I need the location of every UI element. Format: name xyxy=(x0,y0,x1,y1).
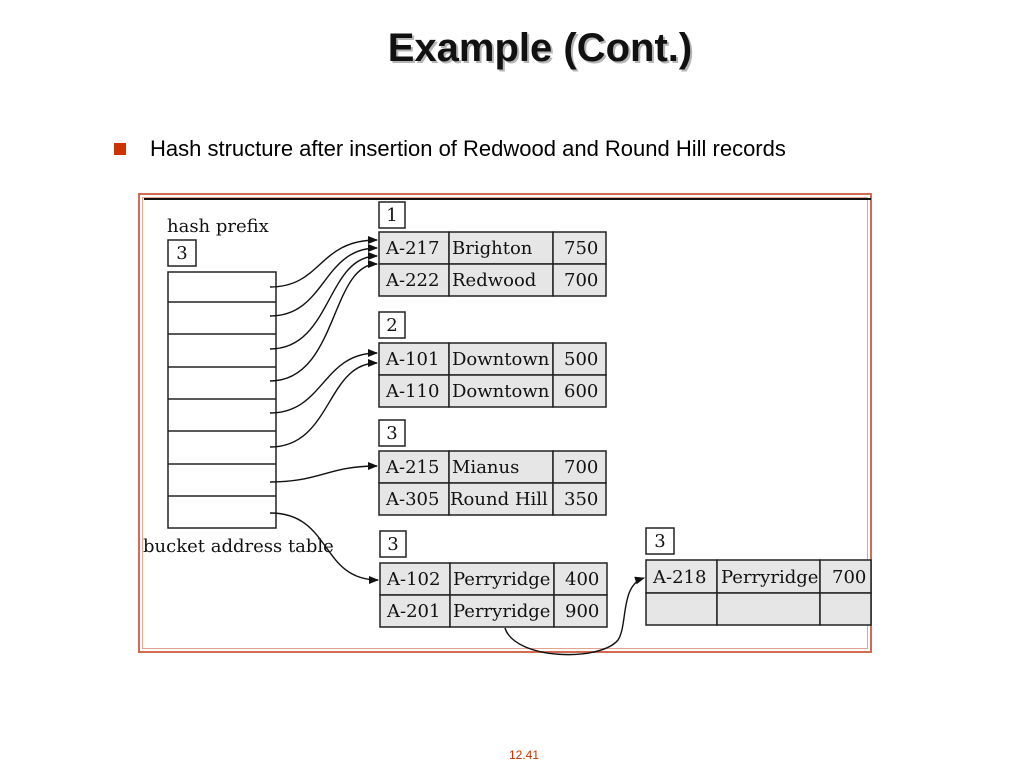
pointer-arrow xyxy=(269,462,378,483)
bucket-3: 3 A-215 Mianus 700 A-305 Round Hill 350 xyxy=(378,419,607,516)
bucket-local-depth: 1 xyxy=(386,205,397,226)
record-balance: 700 xyxy=(564,457,598,478)
bucket-1: 1 A-217 Brighton 750 A-222 Redwood 700 xyxy=(378,201,607,297)
overflow-pointer-arrow xyxy=(504,576,645,656)
bucket-address-table-outline xyxy=(167,271,277,529)
record-cell xyxy=(552,450,607,484)
bucket-address-table xyxy=(167,271,277,529)
record-account: A-222 xyxy=(385,270,439,291)
record-balance: 700 xyxy=(564,270,598,291)
record-cell xyxy=(552,342,607,376)
record-branch: Brighton xyxy=(452,238,533,259)
record-account: A-215 xyxy=(385,457,439,478)
bucket-4: 3 A-102 Perryridge 400 A-201 Perryridge … xyxy=(379,530,608,628)
bucket-local-depth-box xyxy=(378,201,406,229)
record-account: A-201 xyxy=(386,601,440,622)
hash-prefix-box xyxy=(167,239,197,267)
bucket-local-depth-box xyxy=(379,530,407,558)
record-balance: 750 xyxy=(564,238,598,259)
hash-prefix-label: hash prefix xyxy=(167,216,269,237)
record-branch: Mianus xyxy=(452,457,519,478)
bucket-local-depth: 3 xyxy=(387,534,398,555)
record-cell xyxy=(716,592,821,626)
slide-title: Example (Cont.) xyxy=(387,26,693,70)
record-balance: 350 xyxy=(564,489,598,510)
record-account: A-110 xyxy=(385,381,439,402)
pointer-arrow xyxy=(269,260,378,382)
record-account: A-218 xyxy=(652,567,706,588)
record-cell xyxy=(552,231,607,265)
record-cell xyxy=(448,482,554,516)
record-cell xyxy=(819,559,872,594)
record-account: A-217 xyxy=(385,238,439,259)
bullet-square-icon xyxy=(114,143,126,155)
bucket-local-depth-box xyxy=(378,311,406,339)
record-branch: Perryridge xyxy=(453,601,550,622)
record-balance: 600 xyxy=(564,381,598,402)
record-account: A-102 xyxy=(386,569,440,590)
pointer-arrow xyxy=(269,236,378,288)
bucket-pointers xyxy=(269,236,645,656)
pointer-arrow xyxy=(269,252,378,350)
record-branch: Downtown xyxy=(452,349,550,370)
diagram-inner-frame xyxy=(142,197,868,649)
pointer-arrow xyxy=(269,244,378,317)
record-cell xyxy=(553,594,608,628)
record-cell xyxy=(448,374,554,408)
record-cell xyxy=(552,482,607,516)
record-cell xyxy=(378,482,450,516)
bucket-local-depth-box xyxy=(645,527,675,555)
record-branch: Round Hill xyxy=(450,489,548,510)
record-balance: 700 xyxy=(832,567,866,588)
record-account: A-101 xyxy=(385,349,439,370)
bullet-item: Hash structure after insertion of Redwoo… xyxy=(114,136,786,162)
record-cell xyxy=(645,592,718,626)
hash-prefix-value: 3 xyxy=(176,243,187,264)
record-cell xyxy=(552,374,607,408)
record-cell xyxy=(552,263,607,297)
record-balance: 900 xyxy=(565,601,599,622)
record-branch: Redwood xyxy=(452,270,536,291)
record-branch: Perryridge xyxy=(721,567,818,588)
record-cell xyxy=(378,263,450,297)
bucket-address-table-label: bucket address table xyxy=(143,536,334,557)
record-cell xyxy=(819,592,872,626)
overflow-bucket: 3 A-218 Perryridge 700 xyxy=(645,527,872,626)
pointer-arrow xyxy=(269,512,379,584)
record-balance: 400 xyxy=(565,569,599,590)
record-account: A-305 xyxy=(385,489,439,510)
record-balance: 500 xyxy=(564,349,598,370)
bucket-local-depth-box xyxy=(378,419,406,447)
page-number: 12.41 xyxy=(508,748,540,762)
record-cell xyxy=(448,263,554,297)
record-cell xyxy=(379,562,451,596)
record-cell xyxy=(448,450,554,484)
pointer-arrow xyxy=(269,349,378,414)
bucket-local-depth: 3 xyxy=(654,531,665,552)
bucket-2: 2 A-101 Downtown 500 A-110 Downtown 600 xyxy=(378,311,607,408)
pointer-arrow xyxy=(269,359,378,448)
bucket-local-depth: 2 xyxy=(386,315,397,336)
bucket-local-depth: 3 xyxy=(386,423,397,444)
record-branch: Downtown xyxy=(452,381,550,402)
record-cell xyxy=(645,559,718,594)
bullet-text: Hash structure after insertion of Redwoo… xyxy=(150,136,786,161)
record-branch: Perryridge xyxy=(453,569,550,590)
